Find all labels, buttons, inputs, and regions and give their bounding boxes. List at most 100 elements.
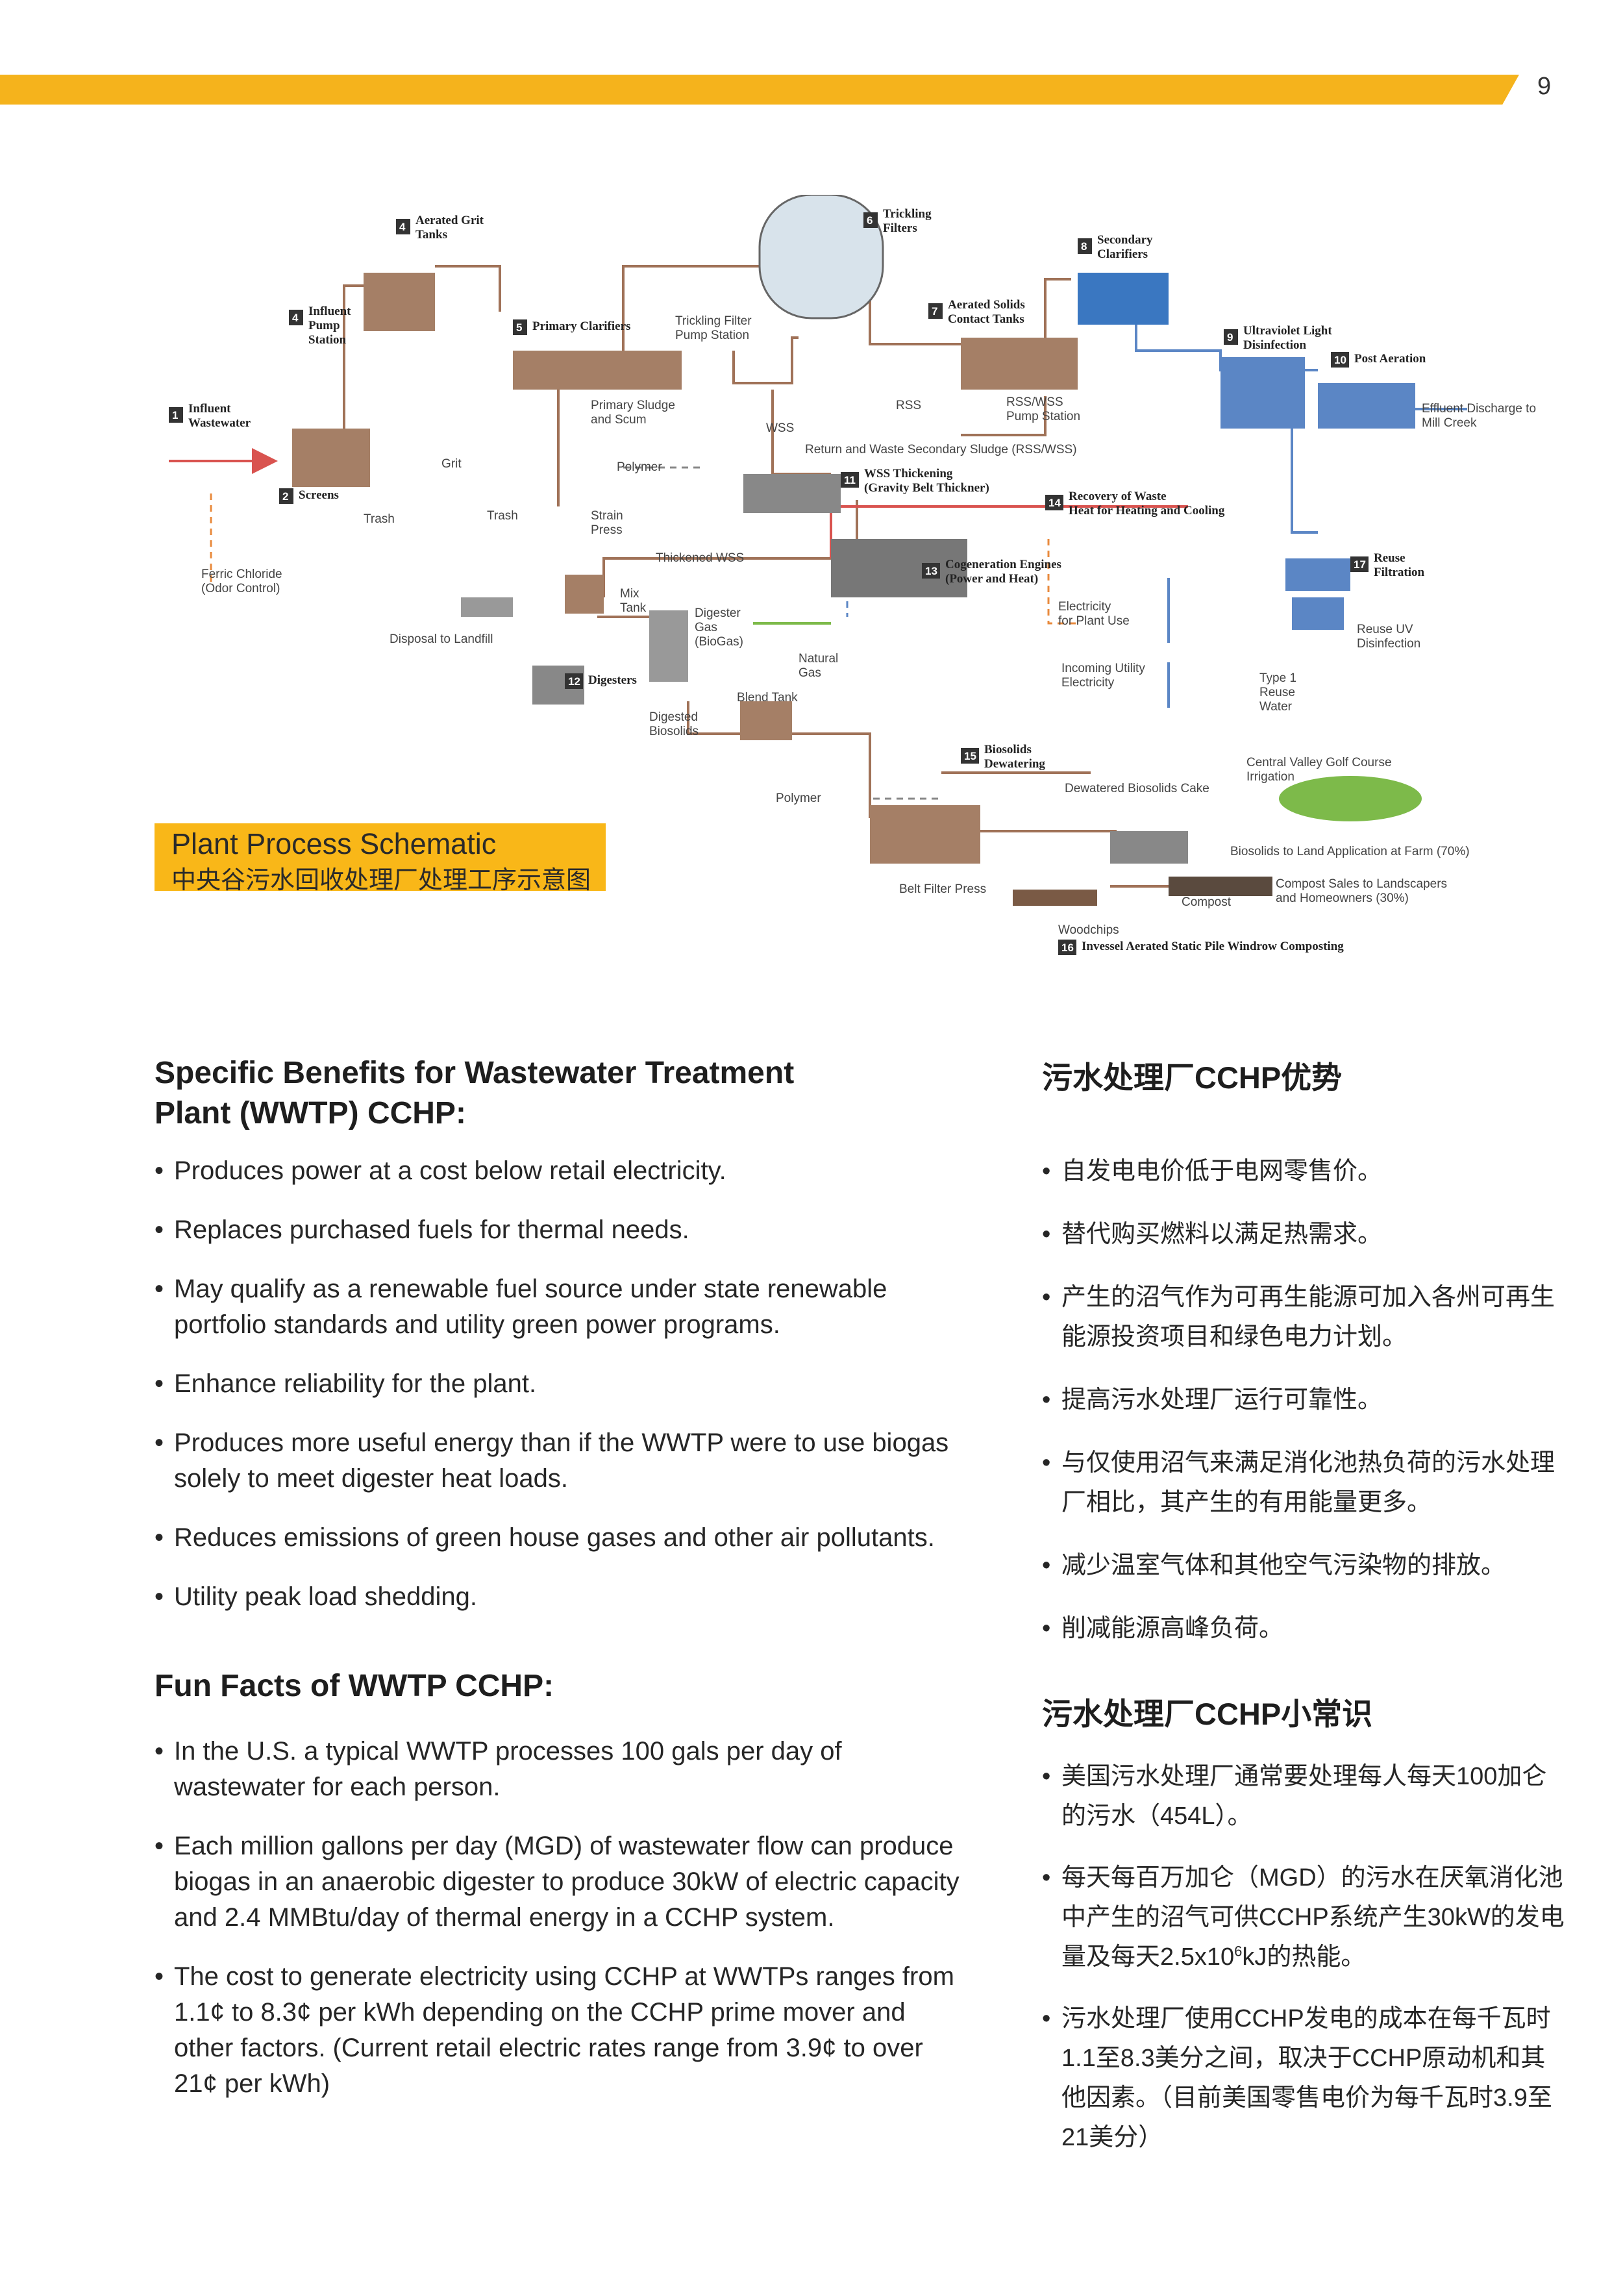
list-item: Replaces purchased fuels for thermal nee…: [155, 1212, 967, 1248]
stage-label: 5 Primary Clarifiers: [513, 319, 630, 335]
stage-name: Digesters: [588, 673, 637, 687]
flow-label: Biosolids: [649, 725, 699, 738]
flow-labels: Ferric Chloride(Odor Control)TrashGritTr…: [201, 314, 1536, 937]
stage-name: Wastewater: [188, 416, 251, 430]
list-item: 减少温室气体和其他空气污染物的排放。: [1042, 1546, 1568, 1586]
stage-number: 14: [1048, 497, 1061, 509]
flow-label: Trash: [487, 509, 518, 523]
header-accent-bar: [0, 75, 1519, 105]
flow-label: Return and Waste Secondary Sludge (RSS/W…: [805, 443, 1077, 456]
stage-name: Invessel Aerated Static Pile Windrow Com…: [1082, 940, 1344, 953]
list-item: 美国污水处理厂通常要处理每人每天100加仑的污水（454L）。: [1042, 1757, 1568, 1836]
stage-name: Influent: [308, 305, 351, 318]
stage-name: (Power and Heat): [945, 572, 1038, 586]
flow-label: Primary Sludge: [591, 399, 675, 412]
stage-number: 17: [1354, 558, 1366, 571]
flow-label: Grit: [441, 457, 462, 471]
list-item: Produces power at a cost below retail el…: [155, 1153, 967, 1189]
flow-label: and Scum: [591, 413, 647, 427]
stage-name: Secondary: [1097, 233, 1153, 247]
flow-label: Trash: [364, 512, 395, 526]
flow-label: Tank: [620, 601, 647, 615]
caption-english: Plant Process Schematic: [171, 827, 497, 860]
stage-name: WSS Thickening: [864, 467, 953, 480]
benefits-list-en: Produces power at a cost below retail el…: [155, 1153, 967, 1638]
flow-label: Mill Creek: [1422, 416, 1477, 430]
stage-name: Influent: [188, 402, 231, 416]
flow-label: Press: [591, 523, 623, 537]
stage-name: Heat for Heating and Cooling: [1069, 504, 1225, 518]
stage-number: 5: [516, 321, 522, 334]
stage-name: Contact Tanks: [948, 312, 1024, 326]
stage-name: Station: [308, 333, 347, 347]
stage-name: Biosolids: [984, 743, 1032, 756]
list-item: 污水处理厂使用CCHP发电的成本在每千瓦时1.1至8.3美分之间，取决于CCHP…: [1042, 1999, 1568, 2158]
flow-label: for Plant Use: [1058, 614, 1130, 628]
flow-label: Central Valley Golf Course: [1246, 756, 1392, 769]
schematic-caption: Plant Process Schematic 中央谷污水回收处理厂处理工序示意…: [155, 823, 606, 894]
list-item: In the U.S. a typical WWTP processes 100…: [155, 1734, 967, 1805]
flow-label: Pump Station: [675, 329, 749, 342]
stage-label: 10 Post Aeration: [1331, 352, 1426, 368]
flow-label: WSS: [766, 421, 794, 435]
flow-label: RSS: [896, 399, 921, 412]
stage-name: Reuse: [1374, 551, 1406, 565]
stage-number: 10: [1334, 354, 1346, 366]
flow-label: RSS/WSS: [1006, 395, 1063, 409]
stage-number: 6: [867, 214, 873, 227]
flow-label: Electricity: [1061, 676, 1115, 690]
stage-name: Ultraviolet Light: [1243, 324, 1332, 338]
flow-label: Polymer: [776, 792, 821, 805]
flow-label: Reuse UV: [1357, 623, 1413, 636]
stage-number: 1: [172, 409, 178, 421]
list-item: 提高污水处理厂运行可靠性。: [1042, 1380, 1568, 1420]
stage-name: Tanks: [415, 228, 447, 242]
facts-heading-zh: 污水处理厂CCHP小常识: [1042, 1697, 1373, 1731]
list-item: Utility peak load shedding.: [155, 1579, 967, 1615]
stage-name: Aerated Solids: [948, 298, 1025, 312]
list-item: 替代购买燃料以满足热需求。: [1042, 1215, 1568, 1254]
stage-number: 9: [1227, 331, 1233, 343]
flow-label: Effluent Discharge to: [1422, 402, 1536, 416]
stage-name: Post Aeration: [1354, 352, 1426, 366]
flow-label: Woodchips: [1058, 923, 1119, 937]
flow-label: Mix: [620, 587, 639, 601]
dashed-lines: [210, 466, 1078, 800]
stage-number: 16: [1061, 942, 1074, 954]
facts-heading-en: Fun Facts of WWTP CCHP:: [155, 1669, 554, 1703]
list-item: 自发电电价低于电网零售价。: [1042, 1152, 1568, 1192]
stage-name: Screens: [299, 488, 339, 502]
stage-name: Pump: [308, 319, 340, 332]
stage-number: 8: [1081, 240, 1087, 253]
flow-label: Trickling Filter: [675, 314, 752, 328]
list-item: 与仅使用沼气来满足消化池热负荷的污水处理厂相比，其产生的有用能量更多。: [1042, 1443, 1568, 1523]
flow-label: Reuse: [1259, 686, 1295, 699]
flow-label: Belt Filter Press: [899, 882, 986, 896]
benefits-heading-zh: 污水处理厂CCHP优势: [1042, 1060, 1343, 1095]
list-item: May qualify as a renewable fuel source u…: [155, 1271, 967, 1343]
flow-label: Gas: [799, 666, 821, 680]
flow-label: Electricity: [1058, 600, 1111, 614]
stage-name: Trickling: [883, 207, 932, 221]
facts-list-en: In the U.S. a typical WWTP processes 100…: [155, 1734, 967, 2125]
flow-label: Biosolids to Land Application at Farm (7…: [1230, 845, 1470, 858]
caption-chinese: 中央谷污水回收处理厂处理工序示意图: [171, 867, 591, 894]
flow-label: Water: [1259, 700, 1293, 714]
stage-number: 7: [932, 305, 937, 318]
stage-name: Primary Clarifiers: [532, 319, 630, 333]
stage-label: 16 Invessel Aerated Static Pile Windrow C…: [1058, 940, 1344, 955]
stage-name: Aerated Grit: [415, 214, 484, 227]
flow-label: Incoming Utility: [1061, 662, 1145, 675]
list-item: Produces more useful energy than if the …: [155, 1425, 967, 1497]
list-item: The cost to generate electricity using C…: [155, 1959, 967, 2102]
stage-name: Recovery of Waste: [1069, 490, 1167, 503]
stage-name: Cogeneration Engines: [945, 558, 1061, 571]
